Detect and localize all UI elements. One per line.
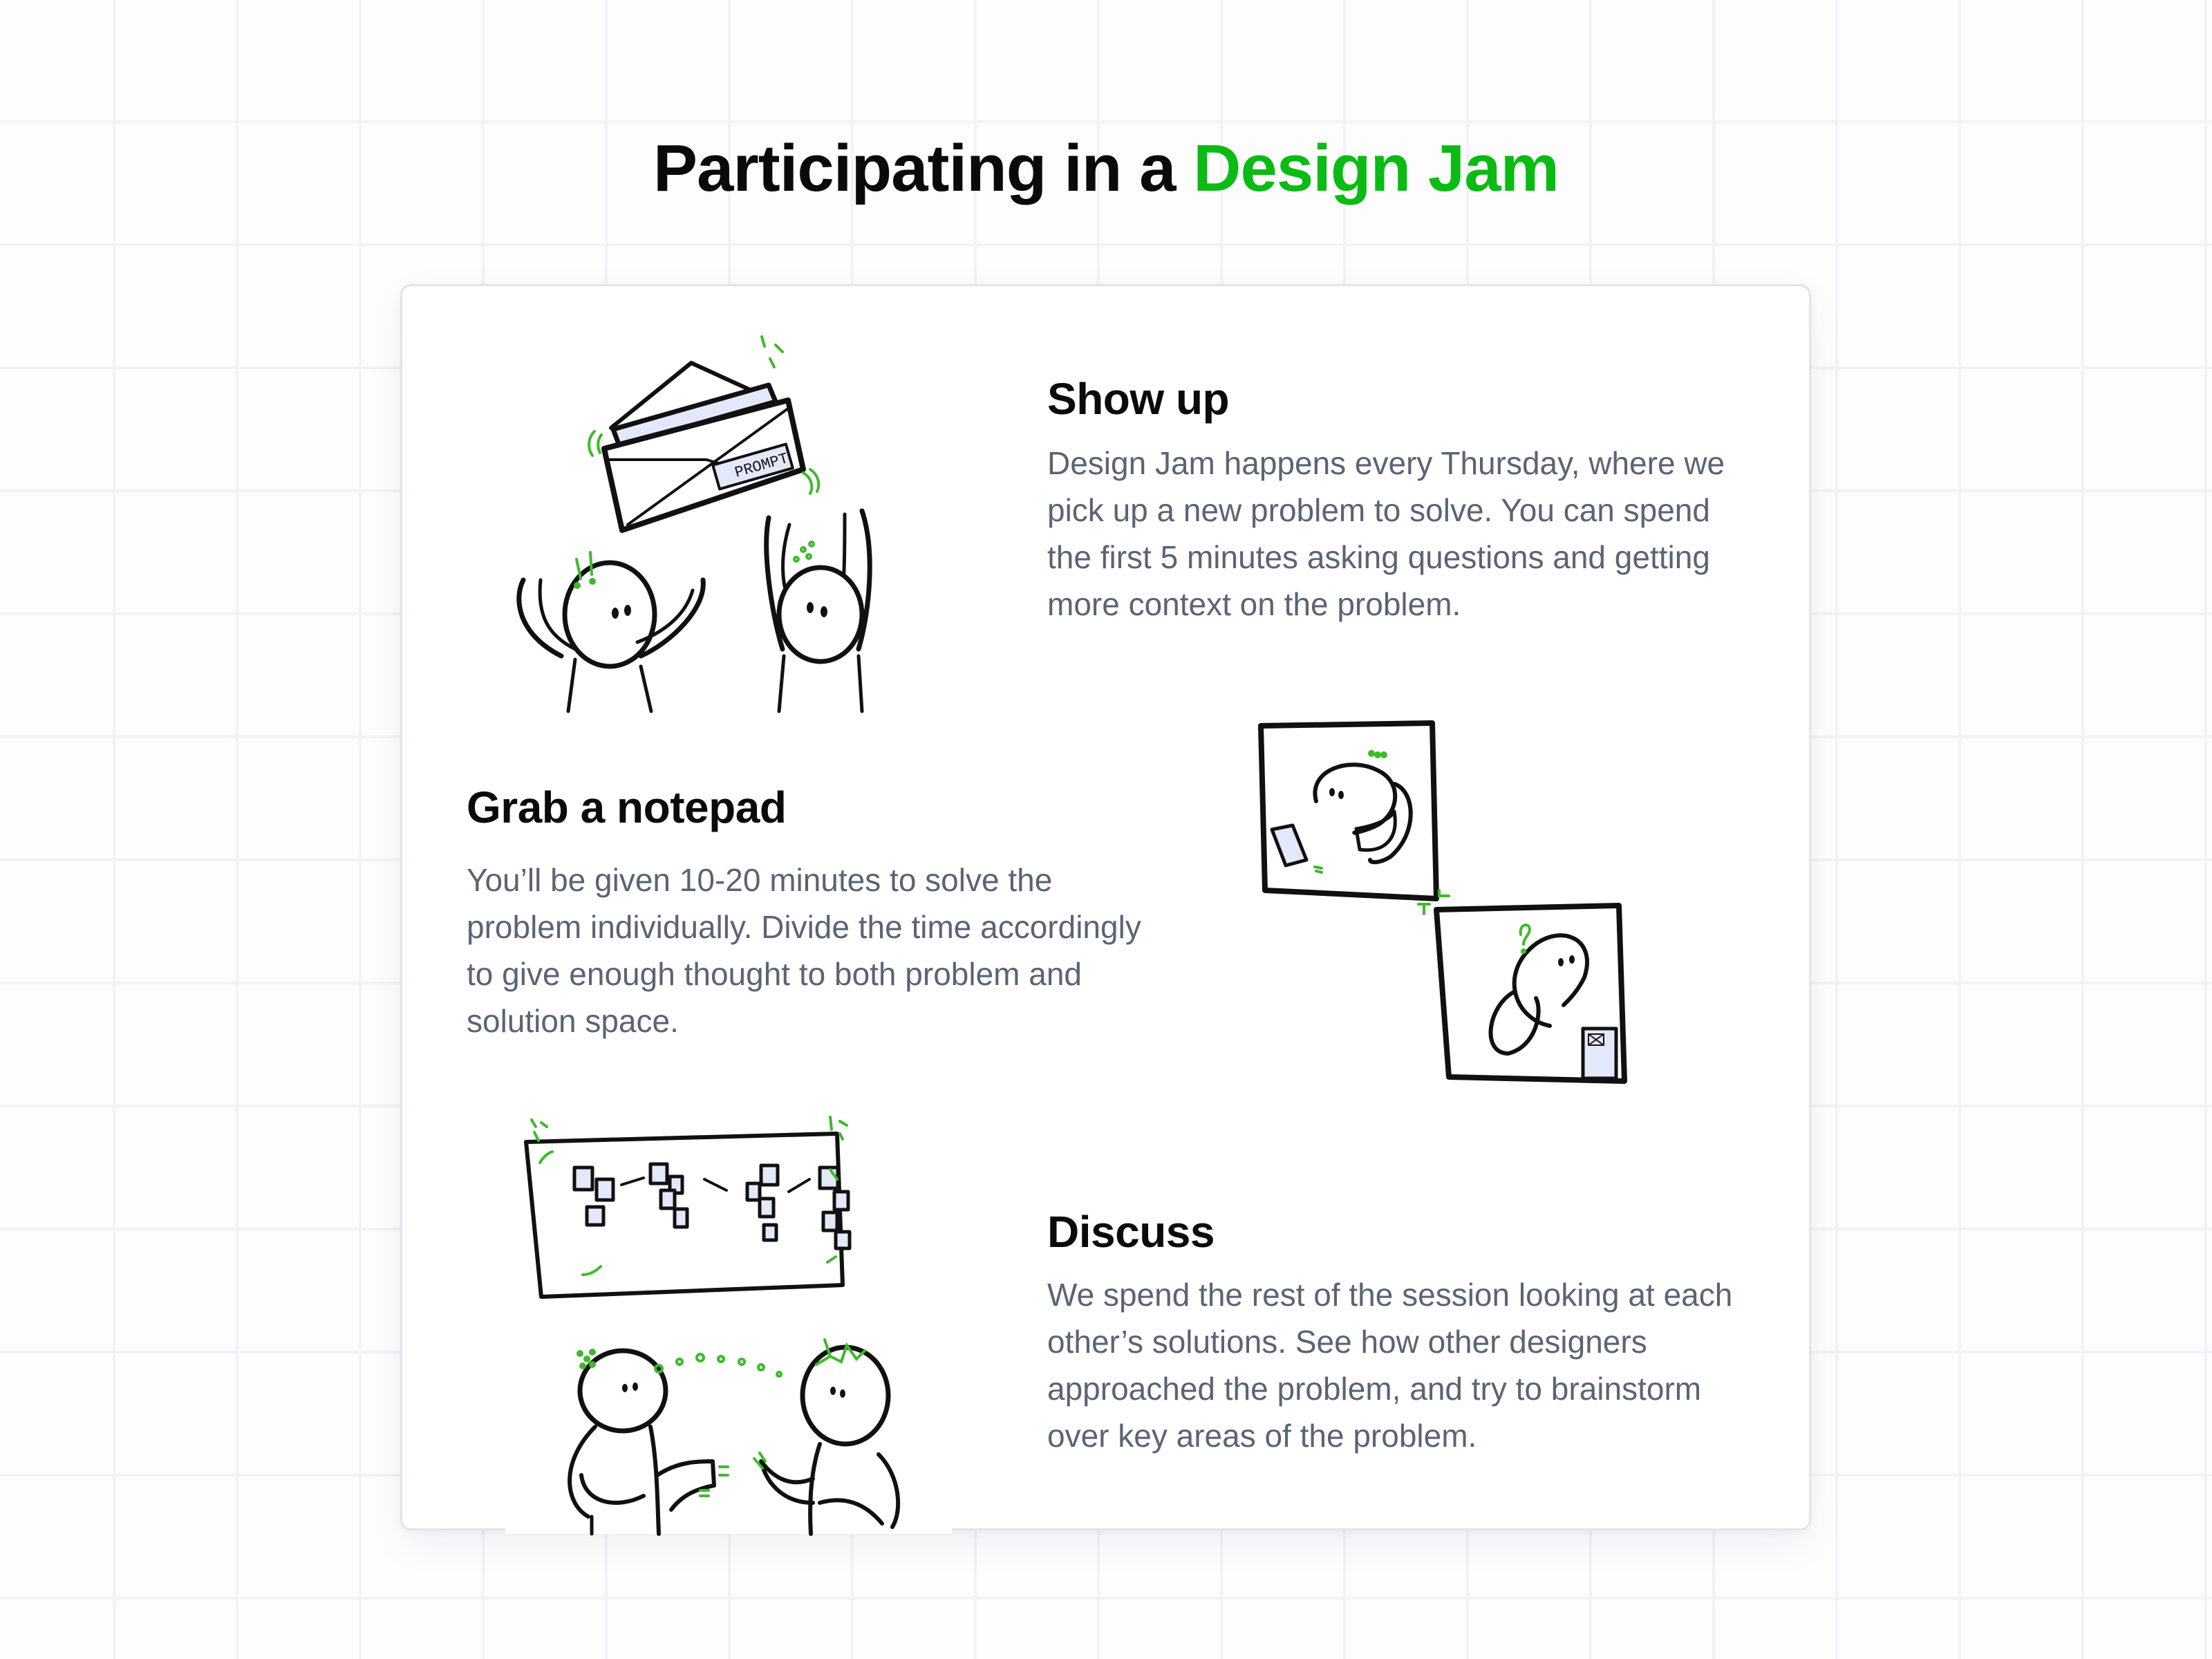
envelope-celebration-illustration: PROMPT: [499, 324, 914, 713]
step-body-discuss: We spend the rest of the session looking…: [1047, 1277, 1733, 1454]
step-title-show-up: Show up: [1047, 374, 1230, 424]
step-body-show-up: Design Jam happens every Thursday, where…: [1047, 445, 1725, 622]
steps-card: PROMPT Show up Design Jam happens every …: [400, 284, 1811, 1536]
step-title-discuss: Discuss: [1047, 1207, 1215, 1257]
step-title-grab-notepad: Grab a notepad: [467, 782, 787, 832]
step-body-grab-notepad: You’ll be given 10-20 minutes to solve t…: [467, 862, 1141, 1039]
envelope-icon: PROMPT: [516, 335, 872, 713]
whiteboard-discussion-illustration: [505, 1102, 952, 1536]
whiteboard-icon: [524, 1116, 901, 1536]
page-title-accent: Design Jam: [1193, 131, 1559, 205]
thinking-panels-icon: [1258, 720, 1627, 1084]
page-title: Participating in a Design Jam: [0, 130, 2212, 207]
page-title-prefix: Participating in a: [653, 131, 1194, 205]
individual-thinking-panels-illustration: [1253, 715, 1653, 1116]
